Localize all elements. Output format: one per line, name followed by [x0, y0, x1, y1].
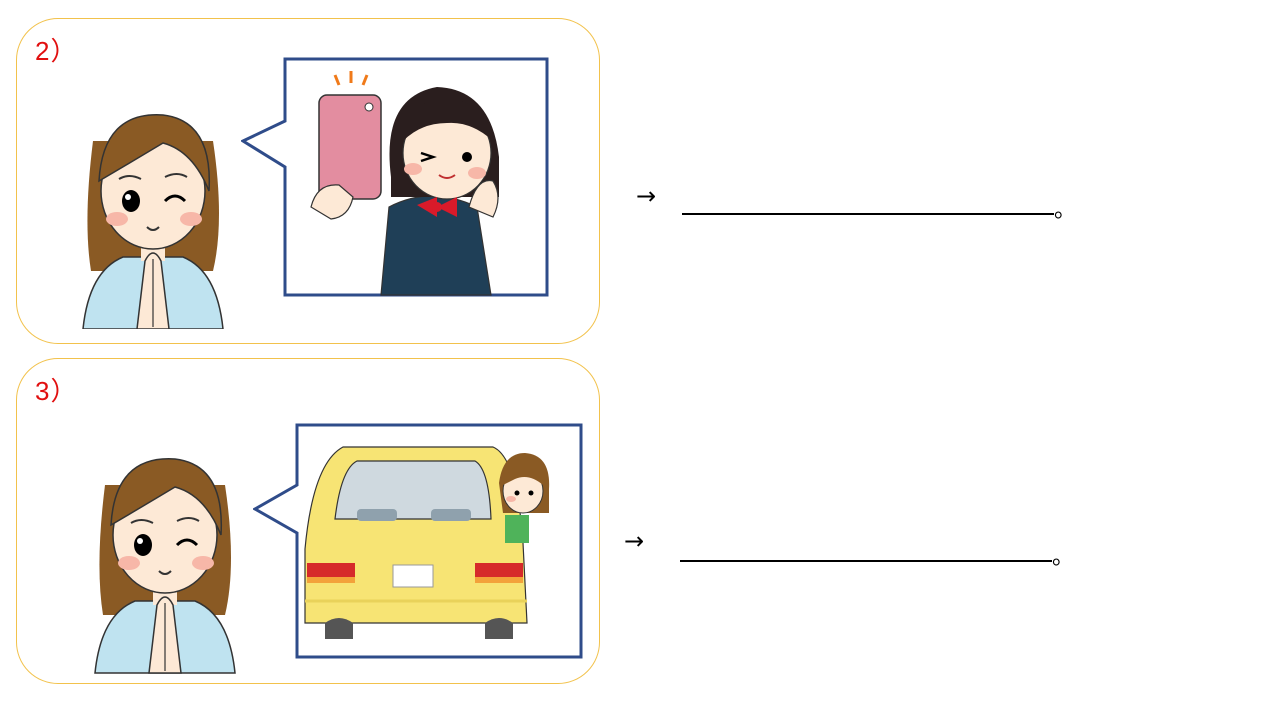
answer-blank-line[interactable]: [682, 213, 1054, 215]
answer-period: 。: [1052, 545, 1075, 570]
exercise-number: 2）: [35, 36, 78, 66]
woman-praying-wink-illustration: [94, 458, 236, 674]
answer-blank-line[interactable]: [680, 560, 1052, 562]
exercise-panel-3: 3）: [16, 358, 600, 684]
speech-bubble: [241, 57, 549, 297]
answer-arrow: →: [624, 527, 645, 555]
answer-period: 。: [1054, 198, 1077, 223]
answer-arrow: →: [636, 182, 657, 210]
car-with-woman-illustration: [304, 446, 550, 639]
woman-praying-wink-illustration: [82, 114, 224, 329]
speech-bubble: [253, 423, 583, 659]
exercise-number: 3）: [35, 376, 78, 406]
exercise-panel-2: 2）: [16, 18, 600, 344]
selfie-girl-illustration: [310, 71, 499, 296]
